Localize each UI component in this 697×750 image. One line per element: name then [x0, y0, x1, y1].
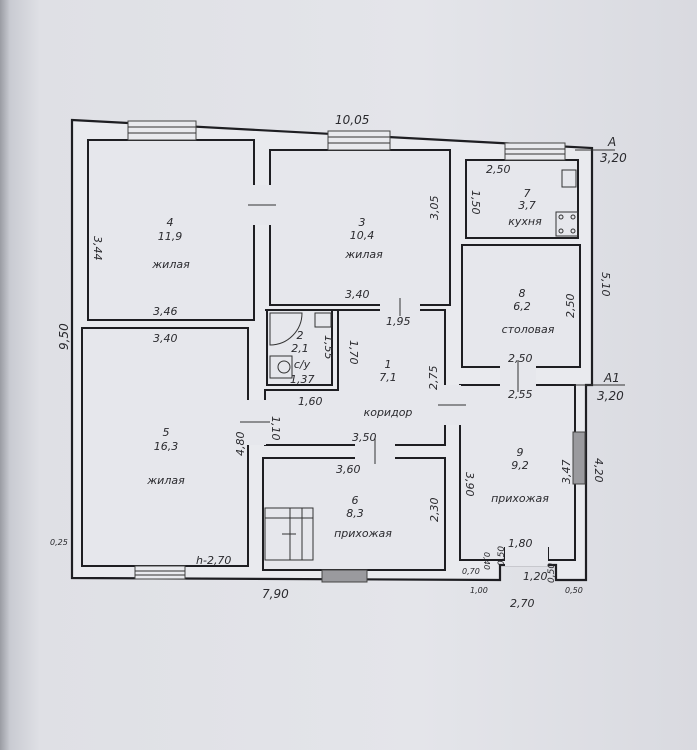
room-4-name: жилая — [151, 258, 190, 271]
dim-label: 3,47 — [560, 460, 573, 485]
stove-icon — [555, 211, 579, 237]
room-5-name: жилая — [146, 474, 185, 487]
dim-height-left: 9,50 — [57, 323, 71, 350]
dim-label: 1,00 — [470, 586, 488, 595]
room-6-name: прихожая — [334, 527, 392, 540]
door-opening — [380, 298, 420, 316]
room-3-area: 10,4 — [350, 229, 375, 242]
dim-label: 3,40 — [345, 288, 370, 301]
window — [327, 130, 391, 151]
dim-label: 1,80 — [508, 537, 533, 550]
room-2-area: 2,1 — [291, 342, 309, 355]
room-2-name: с/у — [294, 358, 311, 371]
room-5-number: 5 — [163, 426, 170, 439]
stairs-icon — [264, 507, 314, 561]
dim-left-offset: 0,25 — [50, 538, 68, 547]
dim-label: 2,50 — [486, 163, 511, 176]
dim-label: 2,75 — [427, 366, 440, 391]
room-9-area: 9,2 — [511, 459, 529, 472]
room-3 — [269, 149, 451, 306]
dim-label: 3,90 — [463, 472, 476, 497]
dim-width-bottom: 7,90 — [262, 587, 289, 601]
dim-label: 0,50 — [547, 563, 557, 583]
dim-label: 0,50 — [497, 546, 507, 566]
dim-width-top: 10,05 — [335, 113, 369, 127]
room-2-number: 2 — [297, 329, 304, 342]
door-opening — [355, 438, 395, 464]
room-7-area: 3,7 — [518, 199, 536, 212]
dim-bottom-right: 2,70 — [510, 597, 535, 610]
window — [504, 142, 566, 161]
dim-label: 3,40 — [153, 332, 178, 345]
room-9-name: прихожая — [491, 492, 549, 505]
axis-a-label: A — [607, 135, 616, 149]
room-6 — [262, 457, 446, 571]
door-opening — [240, 400, 270, 445]
sink-icon — [561, 169, 577, 188]
room-4-number: 4 — [167, 216, 174, 229]
window — [321, 569, 368, 583]
room-6-number: 6 — [352, 494, 359, 507]
dim-label: 3,50 — [352, 431, 377, 444]
dim-label: 2,55 — [508, 388, 533, 401]
door-opening — [505, 546, 548, 566]
dim-label: 2,30 — [428, 498, 441, 523]
ceiling-height: h-2,70 — [196, 554, 231, 567]
room-4 — [87, 139, 255, 321]
dim-label: 0,40 — [482, 552, 491, 570]
room-7-name: кухня — [508, 215, 542, 228]
room-7 — [465, 159, 579, 239]
room-3-number: 3 — [359, 216, 366, 229]
dim-label: 1,50 — [469, 190, 482, 215]
room-5-area: 16,3 — [154, 440, 179, 453]
dim-label: 1,95 — [386, 315, 411, 328]
room-8-number: 8 — [519, 287, 526, 300]
dim-label: 3,46 — [153, 305, 178, 318]
dim-label: 0,70 — [462, 567, 480, 576]
room-9 — [459, 384, 576, 561]
window — [572, 431, 586, 485]
dim-label: 1,60 — [298, 395, 323, 408]
room-8-name: столовая — [502, 323, 555, 336]
toilet-icon — [269, 355, 293, 379]
axis-a-value: 3,20 — [600, 151, 627, 165]
dim-label: 1,10 — [269, 416, 282, 441]
dim-label: 4,80 — [234, 432, 247, 457]
room-2 — [266, 309, 333, 386]
room-1-number: 1 — [385, 358, 392, 371]
room-5 — [81, 327, 249, 567]
room-8 — [461, 244, 581, 368]
room-1-area: 7,1 — [379, 371, 397, 384]
sink-icon — [314, 312, 332, 328]
dim-label: 2,50 — [508, 352, 533, 365]
door-opening — [500, 360, 536, 392]
axis-a1-label: A1 — [603, 371, 620, 385]
room-6-area: 8,3 — [346, 507, 364, 520]
room-8-area: 6,2 — [513, 300, 531, 313]
window — [127, 120, 197, 141]
dim-label: 3,44 — [91, 236, 104, 261]
dim-label: 1,55 — [322, 335, 335, 360]
axis-a1-value: 3,20 — [597, 389, 624, 403]
dim-label: 2,50 — [564, 294, 577, 319]
dim-label: 3,05 — [428, 196, 441, 221]
room-3-name: жилая — [344, 248, 383, 261]
room-1-name: коридор — [364, 406, 413, 419]
dim-right-lower: 4,20 — [592, 458, 605, 483]
room-4-area: 11,9 — [158, 230, 183, 243]
window — [134, 565, 186, 580]
door-opening — [248, 185, 276, 225]
dim-label: 1,37 — [290, 373, 315, 386]
room-7-number: 7 — [524, 187, 531, 200]
dim-label: 1,70 — [347, 340, 360, 365]
room-9-number: 9 — [517, 446, 524, 459]
dim-right-upper: 5,10 — [599, 272, 612, 297]
dim-label: 1,20 — [523, 570, 548, 583]
dim-label: 3,60 — [336, 463, 361, 476]
shower-icon — [269, 312, 303, 346]
dim-label: 0,50 — [565, 586, 583, 595]
door-opening — [438, 385, 466, 425]
